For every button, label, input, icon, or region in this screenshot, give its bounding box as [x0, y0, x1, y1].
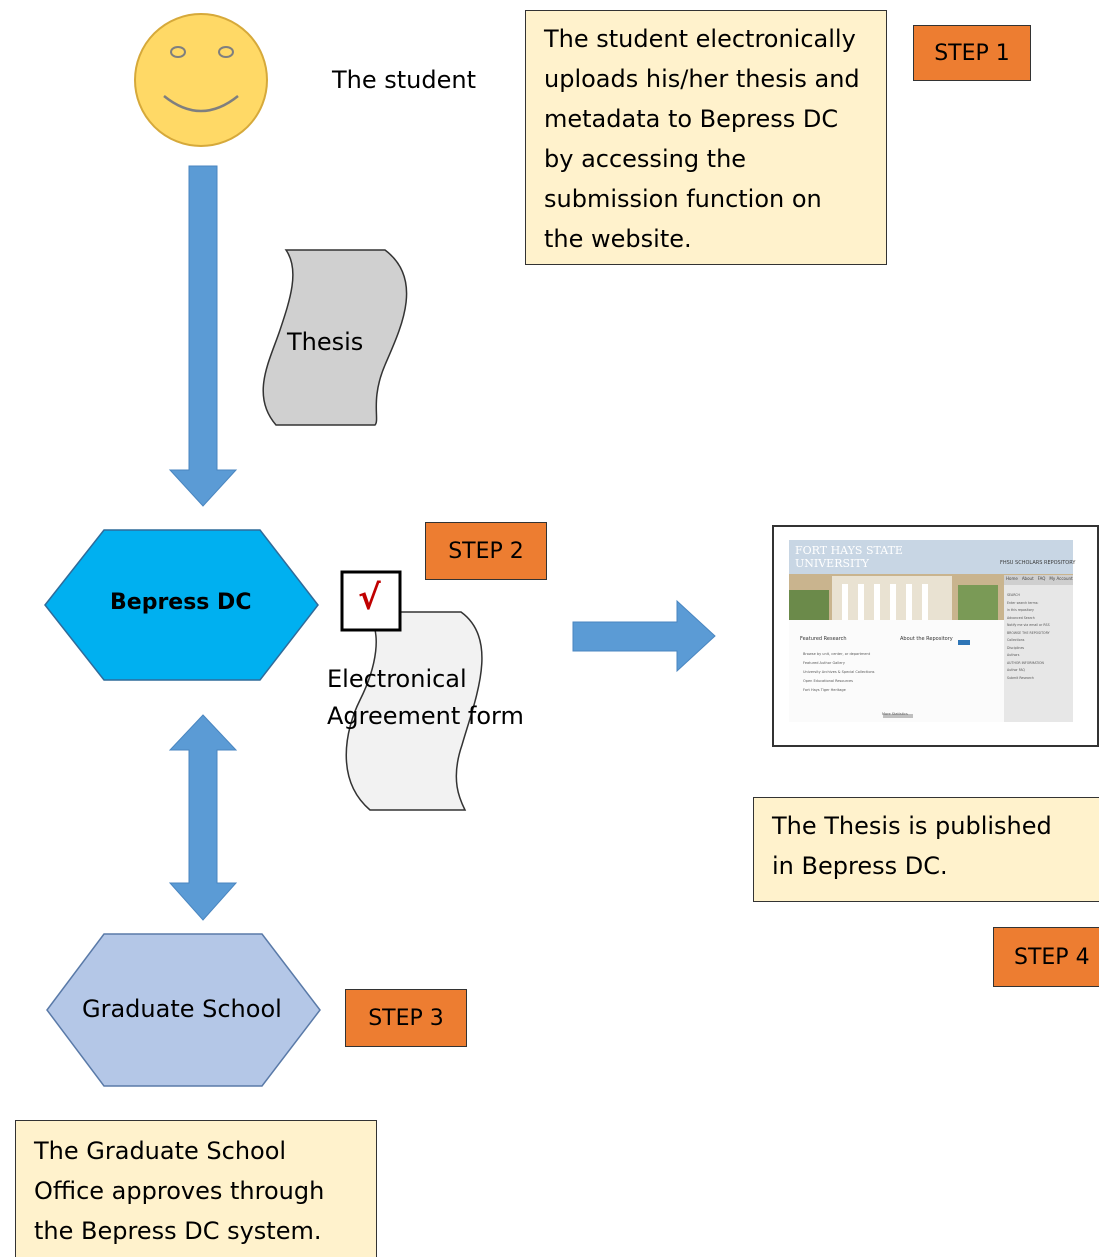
screenshot-sidebar-item: Author FAQ — [1007, 668, 1025, 672]
step4-note: The Thesis is published in Bepress DC. — [753, 797, 1099, 902]
website-screenshot — [789, 540, 1073, 722]
graduate-school-hexagon — [46, 933, 321, 1087]
screenshot-sidebar-item: SEARCH — [1007, 593, 1020, 597]
check-box — [340, 570, 402, 632]
screenshot-featured-item: Browse by unit, center, or department — [803, 652, 871, 656]
screenshot-sidebar-item: Submit Research — [1007, 675, 1034, 680]
screenshot-sidebar-item: Enter search terms: — [1007, 600, 1039, 605]
screenshot-sidebar-item: Advanced Search — [1007, 615, 1035, 620]
screenshot-featured-item: Fort Hays Tiger Heritage — [803, 688, 846, 692]
arrow-student-to-bepress — [168, 165, 238, 507]
screenshot-nav-item: About — [1021, 576, 1034, 581]
screenshot-sidebar: SEARCH Enter search terms: in this repos… — [1007, 592, 1050, 682]
screenshot-sidebar-item: AUTHOR INFORMATION — [1007, 660, 1044, 665]
screenshot-sidebar-item: BROWSE THE REPOSITORY — [1007, 630, 1050, 635]
bepress-hexagon — [44, 529, 319, 681]
screenshot-repository-title: FHSU SCHOLARS REPOSITORY — [1000, 560, 1076, 566]
step1-note: The student electronically uploads his/h… — [525, 10, 887, 265]
screenshot-featured-item: Featured Author Gallery — [803, 661, 845, 665]
screenshot-nav-item: My Account — [1049, 576, 1073, 581]
agreement-label-line1: Electronical — [327, 665, 467, 693]
screenshot-nav-item: Home — [1006, 576, 1018, 581]
thesis-label: Thesis — [287, 328, 364, 356]
thesis-document-icon — [262, 249, 408, 426]
student-smiley-icon — [134, 13, 268, 147]
bepress-label: Bepress DC — [110, 590, 252, 615]
student-label: The student — [332, 66, 477, 94]
screenshot-university-line1: FORT HAYS STATE — [795, 544, 903, 557]
arrow-bepress-to-published — [572, 599, 716, 673]
screenshot-more-button: More Statistics — [882, 712, 908, 716]
agreement-document-icon — [345, 611, 483, 811]
screenshot-university-line2: UNIVERSITY — [795, 557, 869, 570]
step4-badge: STEP 4 — [993, 927, 1099, 987]
screenshot-about-heading: About the Repository — [900, 636, 953, 642]
screenshot-sidebar-item: Authors — [1007, 653, 1020, 657]
screenshot-featured-heading: Featured Research — [800, 636, 847, 642]
step3-note: The Graduate School Office approves thro… — [15, 1120, 377, 1257]
screenshot-sidebar-item: Notify me via email or RSS — [1007, 623, 1050, 627]
agreement-label-line2: Agreement form — [327, 702, 524, 730]
screenshot-featured-list: Browse by unit, center, or department Fe… — [803, 650, 875, 695]
check-mark-icon: √ — [358, 578, 381, 618]
step2-badge: STEP 2 — [425, 522, 547, 580]
screenshot-sidebar-item: Disciplines — [1007, 645, 1025, 650]
screenshot-sidebar-item: in this repository — [1007, 608, 1034, 612]
step1-badge: STEP 1 — [913, 25, 1031, 81]
screenshot-featured-item: Open Educational Resources — [803, 679, 853, 683]
screenshot-nav: Home About FAQ My Account — [1006, 576, 1073, 581]
graduate-school-label: Graduate School — [82, 995, 282, 1023]
step3-badge: STEP 3 — [345, 989, 467, 1047]
screenshot-sidebar-item: Collections — [1007, 638, 1025, 642]
arrow-bepress-graduate-double — [168, 714, 238, 921]
screenshot-featured-item: University Archives & Special Collection… — [803, 670, 875, 674]
screenshot-nav-item: FAQ — [1037, 576, 1046, 581]
